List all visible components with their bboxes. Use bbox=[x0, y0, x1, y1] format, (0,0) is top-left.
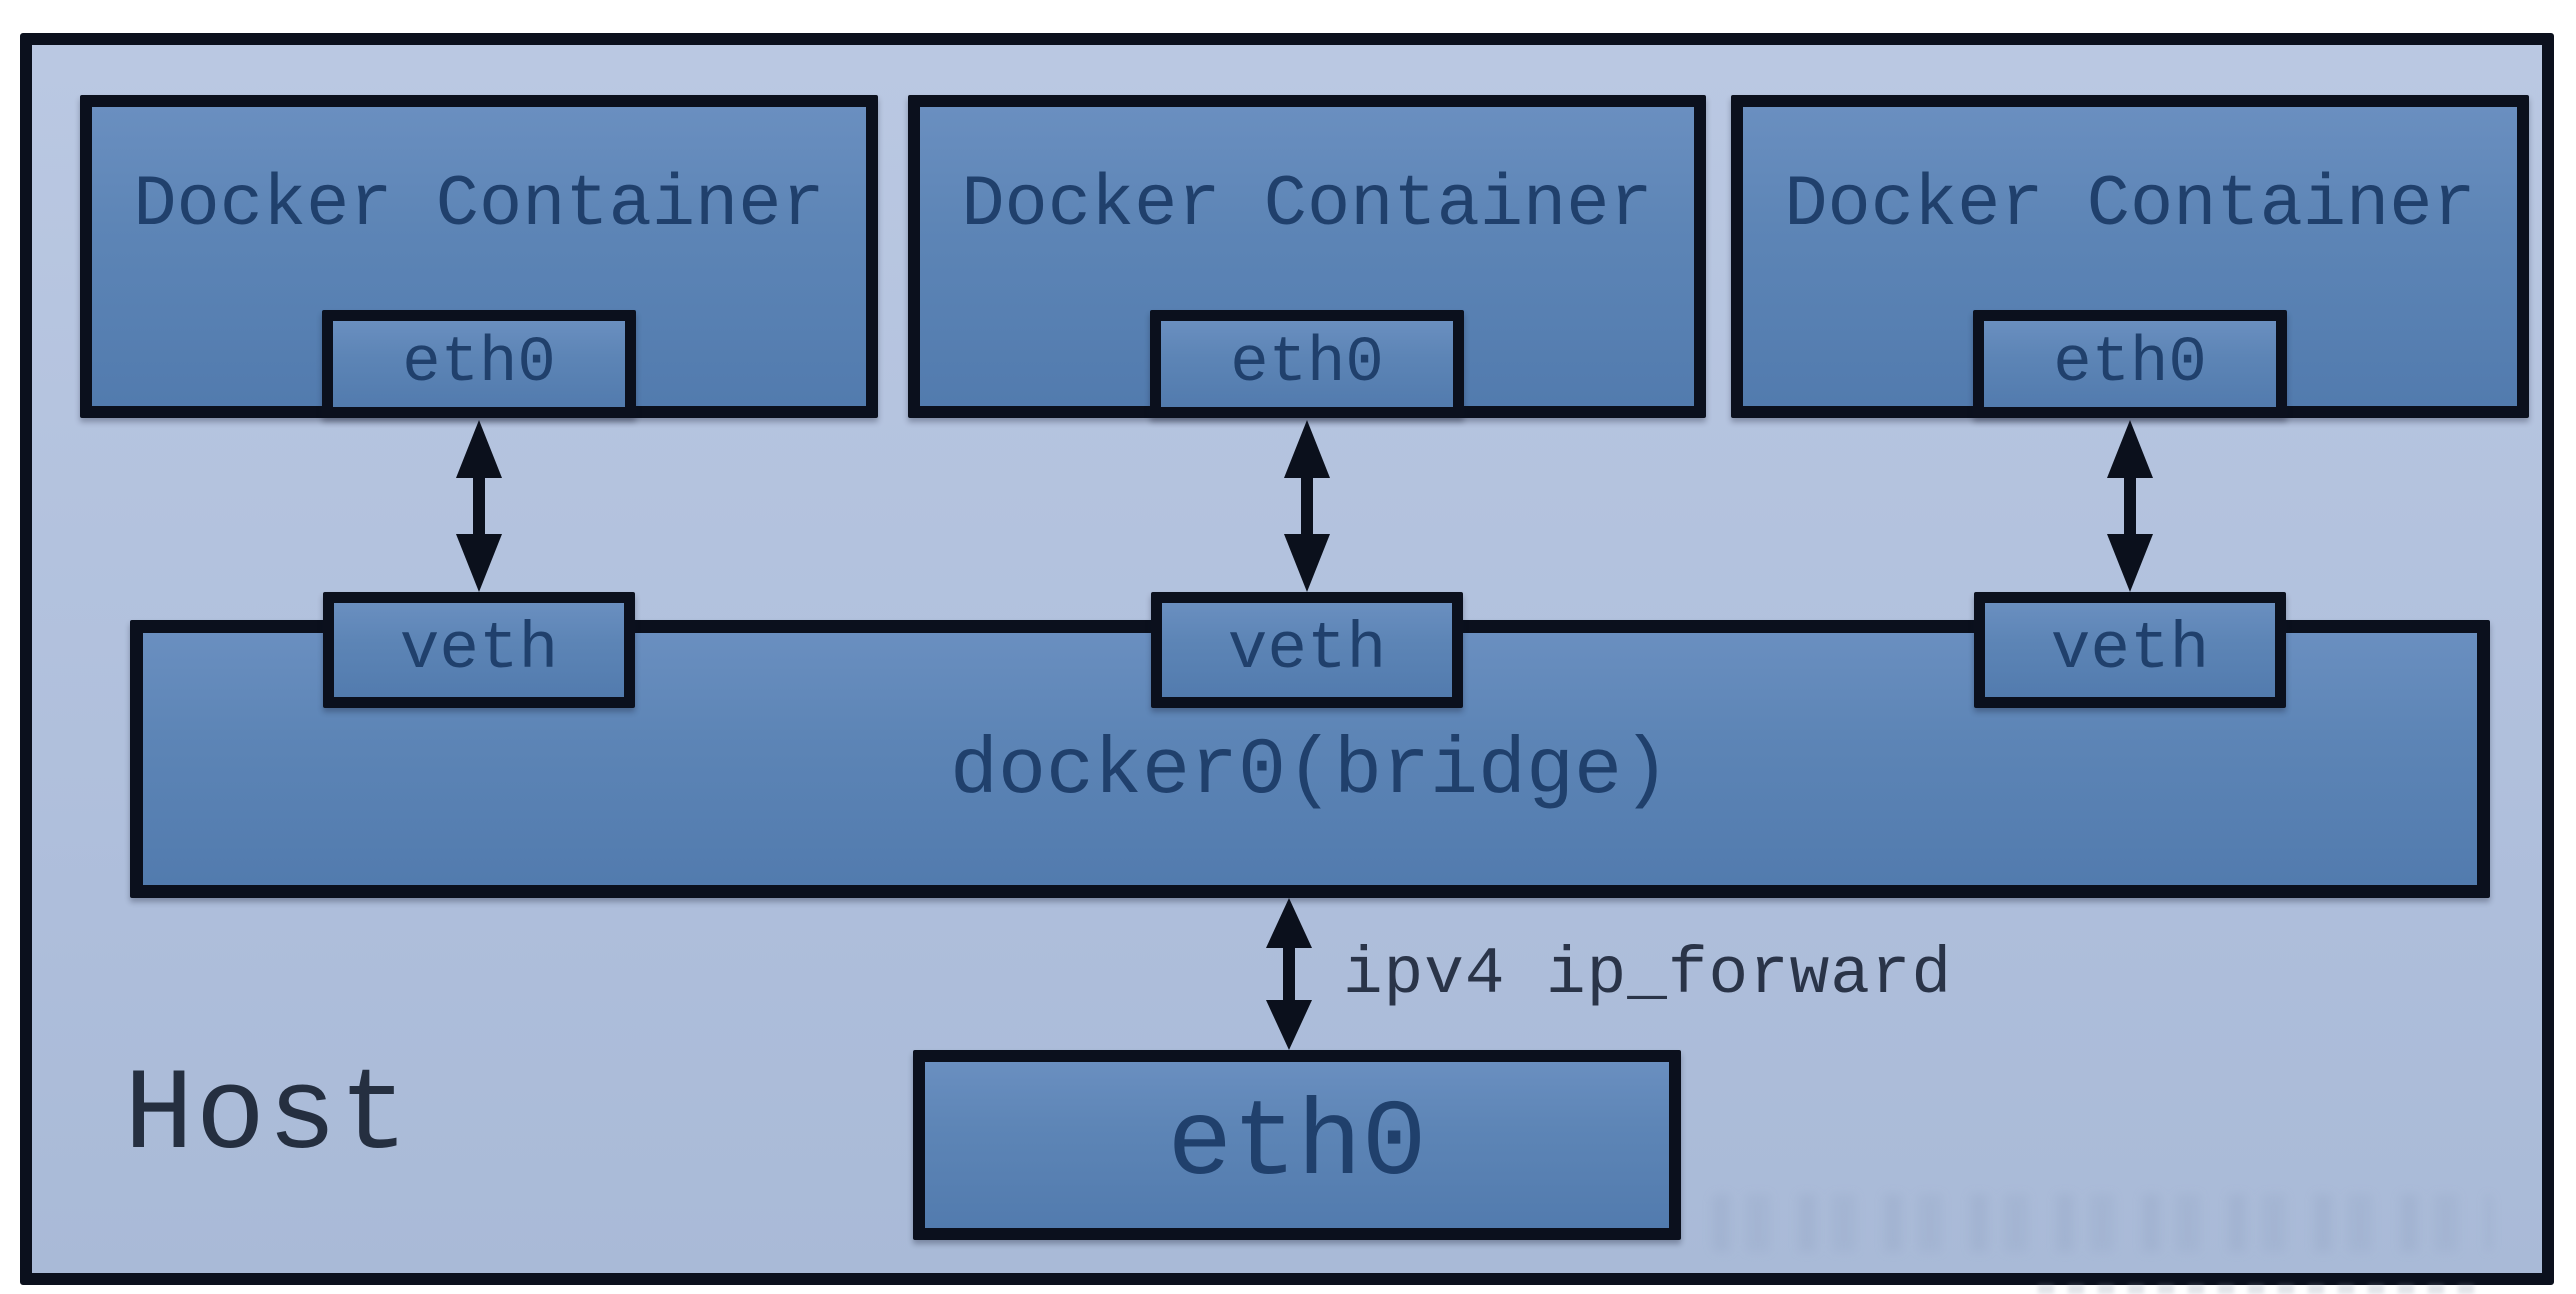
docker-container-label: Docker Container bbox=[133, 164, 825, 246]
host-label: Host bbox=[124, 1050, 411, 1182]
bidirectional-arrow-1 bbox=[451, 420, 507, 592]
bidirectional-arrow-host bbox=[1261, 898, 1317, 1050]
container-eth0-label: eth0 bbox=[1230, 328, 1384, 400]
arrow-shaft bbox=[1301, 468, 1313, 544]
arrowhead-down-icon bbox=[1284, 534, 1330, 592]
docker-container-label: Docker Container bbox=[1784, 164, 2476, 246]
docker-container-label: Docker Container bbox=[961, 164, 1653, 246]
arrowhead-down-icon bbox=[1266, 1000, 1312, 1050]
veth-label: veth bbox=[1227, 612, 1387, 687]
ip-forward-label: ipv4 ip_forward bbox=[1343, 937, 1953, 1012]
watermark-edge bbox=[2038, 1284, 2474, 1294]
veth-box-1: veth bbox=[323, 592, 635, 708]
host-eth0-box: eth0 bbox=[913, 1050, 1681, 1240]
bidirectional-arrow-2 bbox=[1279, 420, 1335, 592]
container-eth0-label: eth0 bbox=[402, 328, 556, 400]
container-eth0-box-3: eth0 bbox=[1973, 310, 2287, 418]
arrow-shaft bbox=[1283, 938, 1295, 1010]
docker-container-box-1: Docker Container bbox=[80, 95, 878, 418]
arrow-shaft bbox=[2124, 468, 2136, 544]
host-eth0-label: eth0 bbox=[1167, 1084, 1427, 1206]
veth-box-3: veth bbox=[1974, 592, 2286, 708]
arrowhead-down-icon bbox=[456, 534, 502, 592]
arrowhead-down-icon bbox=[2107, 534, 2153, 592]
watermark bbox=[1712, 1194, 2492, 1252]
veth-label: veth bbox=[399, 612, 559, 687]
container-eth0-box-2: eth0 bbox=[1150, 310, 1464, 418]
veth-box-2: veth bbox=[1151, 592, 1463, 708]
container-eth0-box-1: eth0 bbox=[322, 310, 636, 418]
arrow-shaft bbox=[473, 468, 485, 544]
veth-label: veth bbox=[2050, 612, 2210, 687]
docker0-bridge-label: docker0(bridge) bbox=[949, 726, 1671, 817]
container-eth0-label: eth0 bbox=[2053, 328, 2207, 400]
bidirectional-arrow-3 bbox=[2102, 420, 2158, 592]
